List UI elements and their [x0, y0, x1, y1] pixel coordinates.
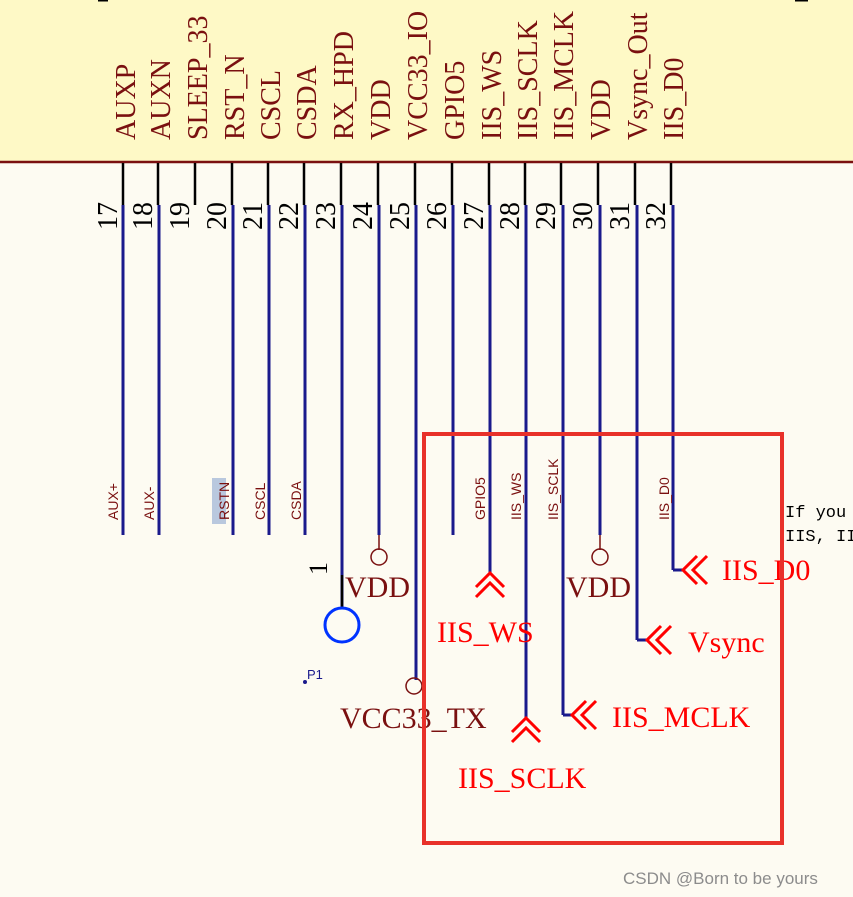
net-label: IIS_SCLK [545, 458, 561, 520]
net-label: CSDA [288, 480, 304, 520]
net-label: AUX+ [105, 483, 121, 520]
chevron-stroke [510, 725, 542, 744]
note-line-1: If you [785, 504, 846, 523]
pin-name: IIS_WS [477, 50, 508, 140]
vdd-label: VDD [345, 571, 410, 604]
chevron-stroke [690, 554, 709, 586]
vdd-label: VDD [566, 571, 631, 604]
pin-name: IIS_SCLK [513, 20, 544, 140]
pin-number: 17 [93, 202, 124, 230]
power-circle [405, 677, 423, 695]
testpoint-circle [323, 606, 361, 644]
chevron-stroke [680, 554, 699, 586]
pin-name: AUXP [111, 64, 142, 140]
port-iis-ws-label: IIS_WS [437, 616, 534, 649]
pin-number: 26 [422, 202, 453, 230]
port-iis-sclk-arrow [510, 715, 542, 744]
component-body [0, 0, 853, 164]
net-label: AUX- [141, 486, 157, 520]
csdn-watermark: CSDN @Born to be yours [623, 869, 818, 888]
power-circle [591, 548, 609, 566]
testpoint-dot [303, 680, 307, 684]
pin-name: CSCL [256, 70, 287, 140]
pin-number: 24 [348, 202, 379, 230]
pin-number: 31 [605, 202, 636, 230]
port-iis-mclk-label: IIS_MCLK [612, 701, 751, 734]
port-vsync-label: Vsync [688, 626, 765, 659]
port-vsync-arrow [644, 624, 673, 656]
pin-number: 23 [311, 202, 342, 230]
chevron-stroke [654, 624, 673, 656]
pin-number: 28 [495, 202, 526, 230]
note-line-2: IIS, II [785, 528, 853, 547]
pin-name: Vsync_Out [623, 12, 654, 140]
port-iis-d0-label: IIS_D0 [722, 554, 810, 587]
vcc33-tx-label: VCC33_TX [340, 702, 487, 735]
pin-name: SLEEP_33 [183, 16, 214, 140]
pin-name: GPIO5 [440, 61, 471, 140]
pin-name: IIS_D0 [659, 58, 690, 140]
pin-number: 22 [274, 202, 305, 230]
pin-name: AUXN [146, 59, 177, 140]
pin-number: 27 [459, 202, 490, 230]
pin-number: 29 [531, 202, 562, 230]
chevron-stroke [569, 699, 588, 731]
power-circle [370, 548, 388, 566]
pin-name: VDD [586, 79, 617, 140]
chevron-stroke [579, 699, 598, 731]
pin-number: 20 [202, 202, 233, 230]
chevron-stroke [474, 580, 506, 599]
pin-name: RX_HPD [329, 31, 360, 140]
testpoint-pin-number: 1 [304, 562, 333, 575]
pin-number: 32 [641, 202, 672, 230]
pin-name: RST_N [220, 54, 251, 140]
pin-number: 30 [568, 202, 599, 230]
pin-number: 18 [128, 202, 159, 230]
chevron-stroke [474, 570, 506, 589]
port-iis-mclk-arrow [569, 699, 598, 731]
pin-name: VDD [366, 79, 397, 140]
net-label-highlight [212, 478, 226, 524]
pin-name: CSDA [292, 65, 323, 140]
net-label: IIS_D0 [656, 477, 672, 520]
net-label: GPIO5 [472, 477, 488, 520]
chevron-stroke [644, 624, 663, 656]
pin-name: IIS_MCLK [549, 11, 580, 140]
port-iis-d0-arrow [680, 554, 709, 586]
pin-name: VCC33_IO [403, 11, 434, 140]
highlight-box [422, 432, 784, 845]
net-label: IIS_WS [508, 473, 524, 520]
chevron-stroke [510, 715, 542, 734]
pin-number: 19 [165, 202, 196, 230]
testpoint-ref: P1 [307, 667, 323, 682]
port-iis-sclk-label: IIS_SCLK [458, 762, 587, 795]
net-label: RSTN [216, 482, 232, 520]
pin-number: 21 [238, 202, 269, 230]
pin-number: 25 [385, 202, 416, 230]
port-iis-ws-arrow [474, 570, 506, 599]
net-label: CSCL [252, 482, 268, 520]
